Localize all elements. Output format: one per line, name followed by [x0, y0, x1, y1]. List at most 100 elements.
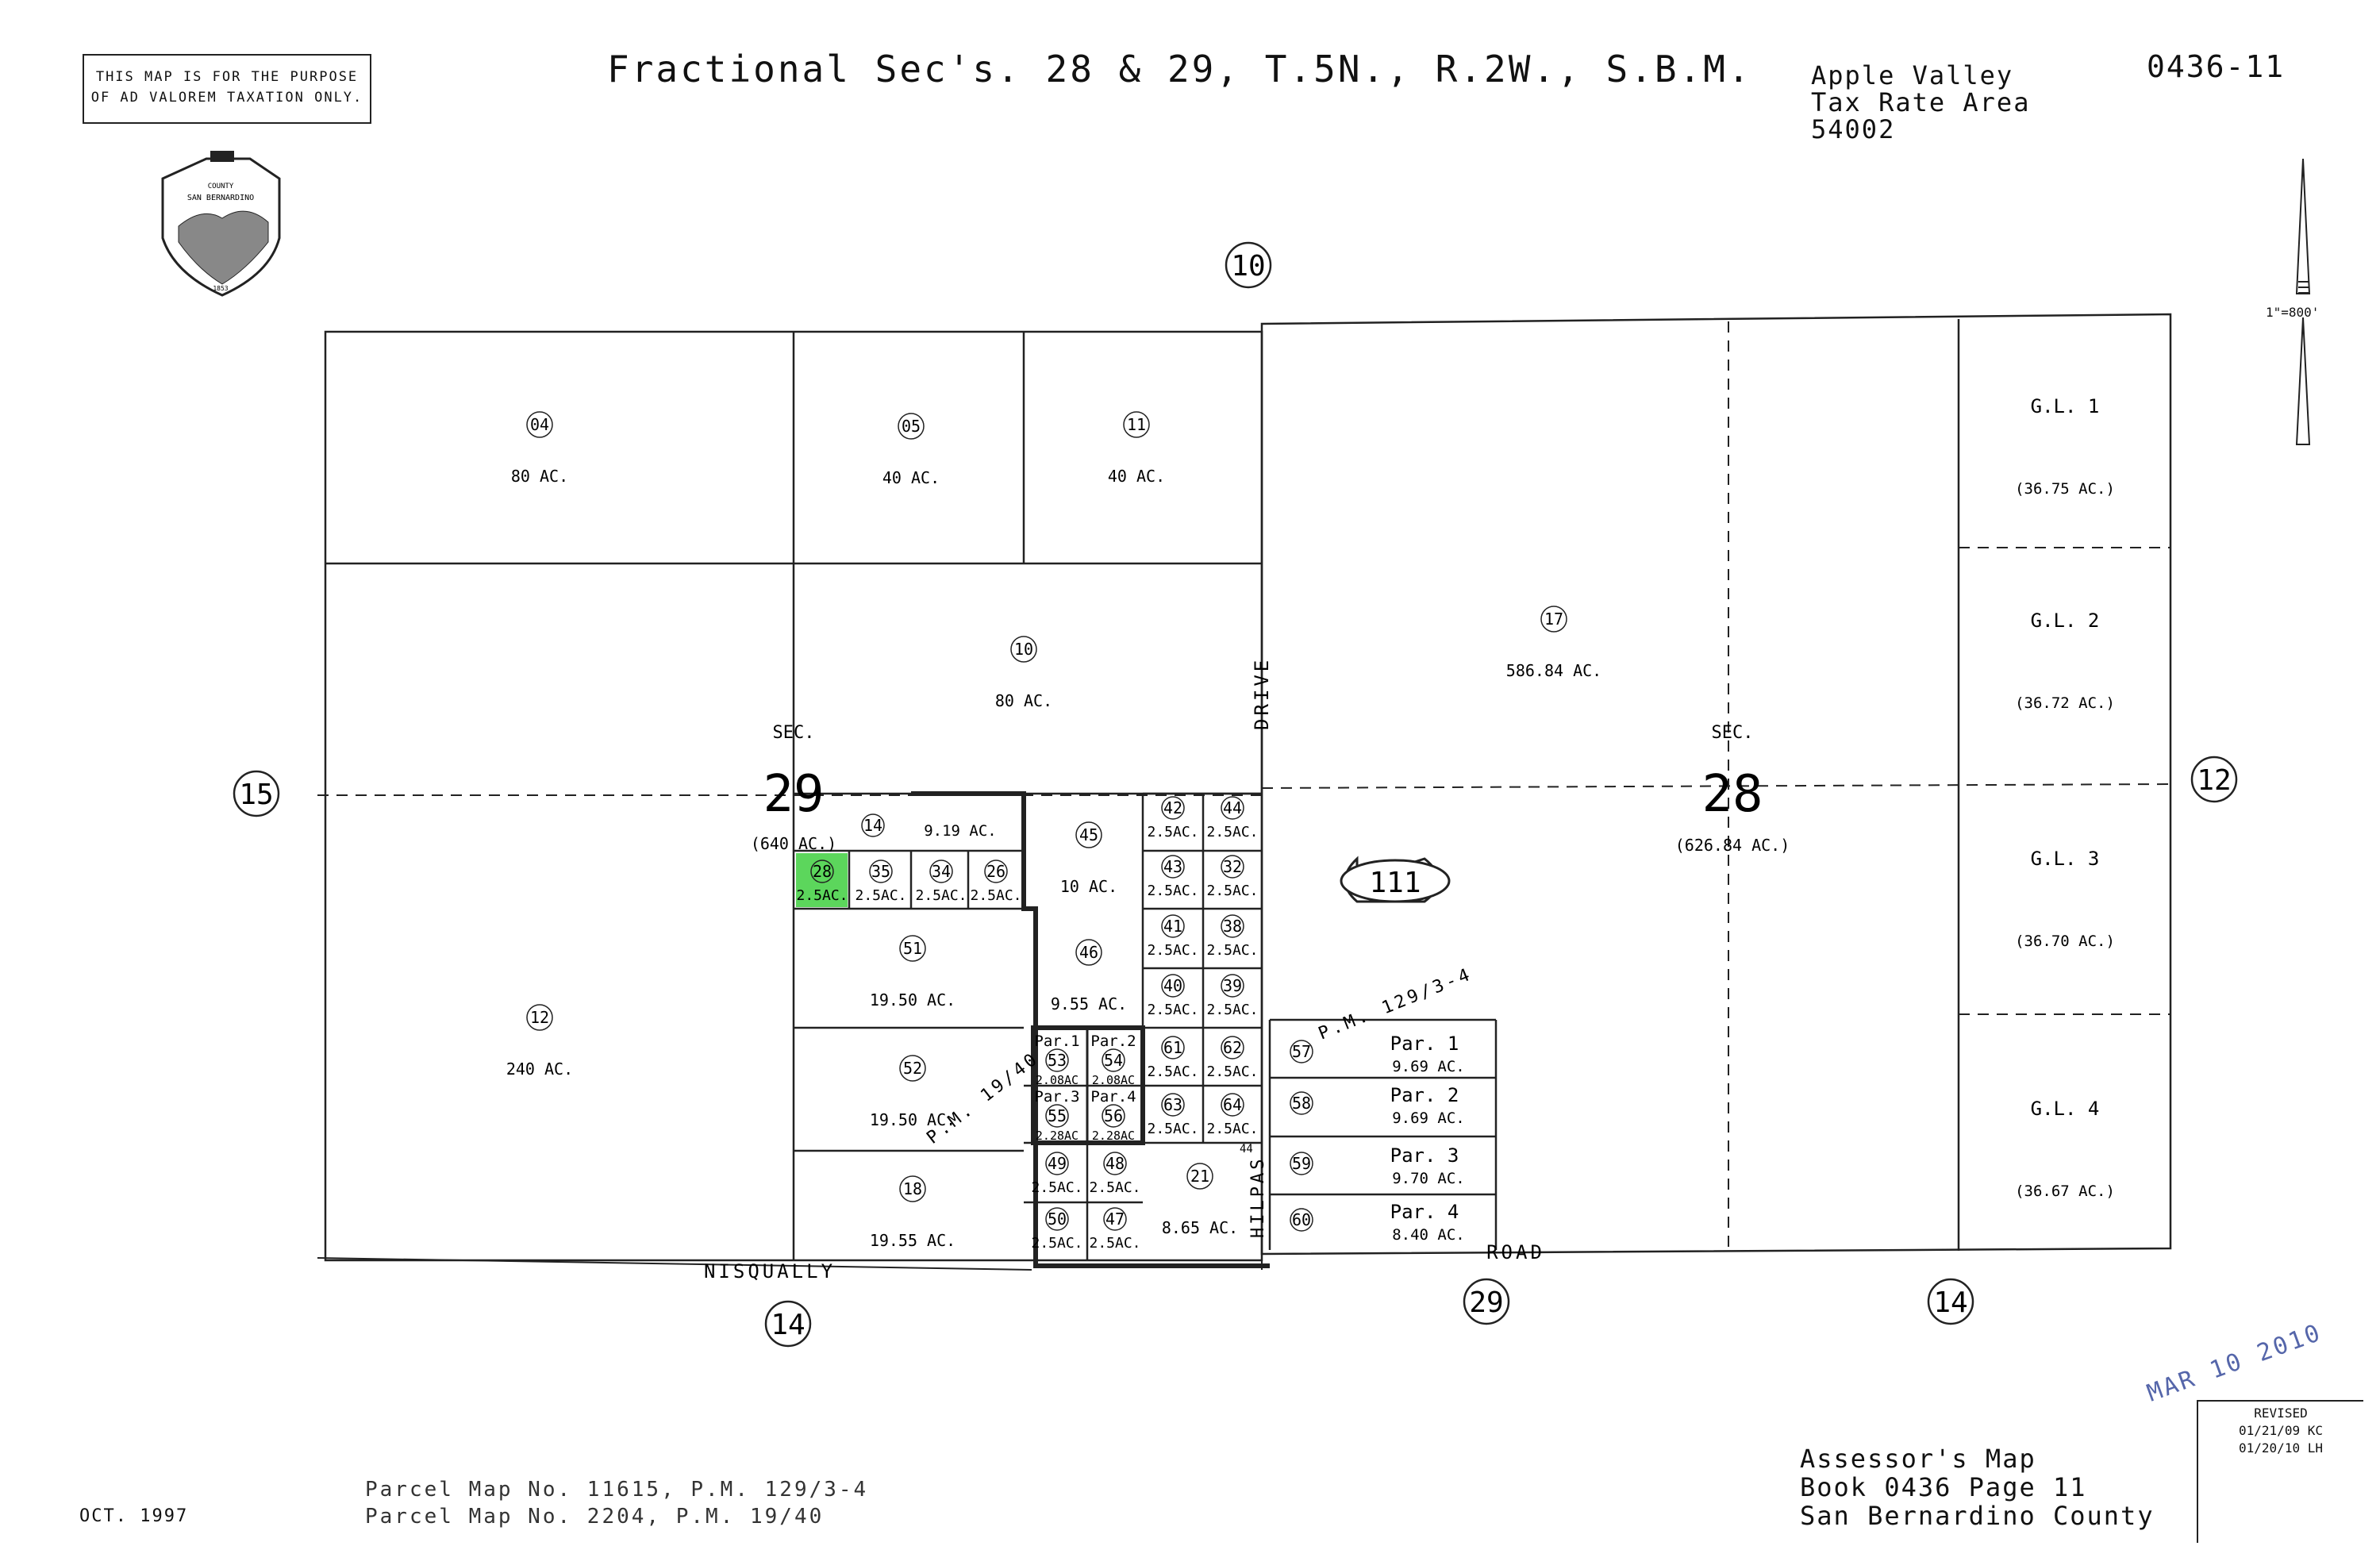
parcel-number: 14 [863, 816, 882, 835]
parcel-34[interactable]: 342.5AC. [915, 860, 967, 904]
parcel-number: 17 [1544, 610, 1563, 629]
parcel-40[interactable]: 402.5AC. [1147, 974, 1199, 1018]
parcel-acres: 10 AC. [1060, 877, 1117, 896]
revision-box: REVISED 01/21/09 KC 01/20/10 LH [2197, 1400, 2363, 1543]
map-title: Fractional Sec's. 28 & 29, T.5N., R.2W.,… [607, 48, 1752, 90]
parcel-18[interactable]: 18 19.55 AC. [870, 1175, 955, 1250]
assessor-line-3: San Bernardino County [1800, 1501, 2155, 1531]
parcel-acres: 19.55 AC. [870, 1231, 955, 1250]
adjacent-map-west[interactable]: 15 [233, 770, 280, 817]
parcel-50[interactable]: 502.5AC. [1031, 1207, 1083, 1252]
revised-label: REVISED [2254, 1406, 2308, 1421]
parcel-62[interactable]: 622.5AC. [1206, 1036, 1259, 1080]
parcel-number: 18 [903, 1179, 922, 1198]
adjacent-map-east[interactable]: 12 [2190, 756, 2238, 803]
parcel-21[interactable]: 218.65 AC. [1162, 1163, 1238, 1237]
highlighted-parcel-28[interactable] [796, 853, 848, 907]
parcel-48[interactable]: 482.5AC. [1089, 1152, 1141, 1196]
parcel-32[interactable]: 322.5AC. [1206, 855, 1259, 899]
government-lot-1[interactable]: G.L. 1(36.75 AC.) [2015, 395, 2115, 498]
parcel-61[interactable]: 612.5AC. [1147, 1036, 1199, 1080]
revised-entry-2: 01/20/10 LH [2239, 1440, 2323, 1456]
government-lot-2[interactable]: G.L. 2(36.72 AC.) [2015, 610, 2115, 712]
government-lot-3[interactable]: G.L. 3(36.70 AC.) [2015, 848, 2115, 950]
nisqually-road-label: NISQUALLY [704, 1260, 836, 1283]
adjacent-maps: 10 15 12 14 29 14 [233, 241, 2238, 1348]
parcel-42[interactable]: 422.5AC. [1147, 796, 1199, 840]
parcel-49[interactable]: 492.5AC. [1031, 1152, 1083, 1196]
parcel-number: 63 [1163, 1095, 1182, 1114]
parcel-46[interactable]: 469.55 AC. [1051, 939, 1127, 1013]
parcel-par-label: Par.2 [1090, 1033, 1136, 1050]
parcel-number: 58 [1292, 1094, 1311, 1113]
parcel-26[interactable]: 262.5AC. [970, 860, 1022, 904]
sec-29-label: SEC. [773, 723, 815, 743]
parcel-number: 52 [903, 1059, 922, 1078]
route-111-shield-icon: 111 [1340, 856, 1451, 903]
parcel-acres: 80 AC. [995, 691, 1052, 710]
parcel-par-label: Par. 4 [1390, 1201, 1459, 1223]
adjacent-map-number: 14 [771, 1309, 805, 1341]
parcel-41[interactable]: 412.5AC. [1147, 914, 1199, 959]
revised-entry-1: 01/21/09 KC [2239, 1423, 2323, 1438]
parcel-number: 05 [902, 417, 921, 436]
assessor-line-2: Book 0436 Page 11 [1800, 1472, 2087, 1502]
seal-text-county: COUNTY [208, 183, 234, 190]
adjacent-map-north[interactable]: 10 [1225, 241, 1272, 289]
parcel-47[interactable]: 472.5AC. [1089, 1207, 1141, 1252]
parcel-39[interactable]: 392.5AC. [1206, 974, 1259, 1018]
adjacent-map-south_right[interactable]: 14 [1927, 1278, 1974, 1325]
parcel-acres: 19.50 AC. [870, 1110, 955, 1129]
parcel-number: 38 [1223, 917, 1242, 936]
parcel-10[interactable]: 10 80 AC. [995, 636, 1052, 710]
parcel-acres: 8.65 AC. [1162, 1218, 1238, 1237]
parcel-63[interactable]: 632.5AC. [1147, 1093, 1199, 1137]
parcel-acres: 8.40 AC. [1392, 1226, 1465, 1244]
parcel-number: 50 [1048, 1209, 1067, 1229]
parcel-43[interactable]: 432.5AC. [1147, 855, 1199, 899]
parcel-acres: 2.28AC [1036, 1129, 1078, 1143]
adjacent-map-number: 12 [2197, 764, 2231, 797]
parcel-38[interactable]: 382.5AC. [1206, 914, 1259, 959]
assessor-map-info: Assessor's Map Book 0436 Page 11 San Ber… [1800, 1444, 2155, 1530]
parcel-28[interactable]: 282.5AC. [796, 860, 848, 904]
parcel-number: 10 [1014, 640, 1033, 659]
parcel-number: 42 [1163, 798, 1182, 817]
parcel-number: 45 [1079, 825, 1098, 844]
gov-lot-acres: (36.72 AC.) [2015, 694, 2115, 712]
government-lot-4[interactable]: G.L. 4(36.67 AC.) [2015, 1098, 2115, 1200]
adjacent-map-number: 10 [1231, 250, 1265, 283]
parcel-45[interactable]: 45 10 AC. [1060, 821, 1117, 896]
scale-label: 1"=800' [2266, 305, 2320, 320]
parcel-par-label: Par.4 [1090, 1088, 1136, 1106]
parcel-44[interactable]: 442.5AC. [1206, 796, 1259, 840]
parcel-acres: 2.08AC [1036, 1073, 1078, 1087]
parcel-number: 35 [871, 862, 890, 881]
adjacent-map-south_left[interactable]: 14 [764, 1300, 812, 1348]
parcel-acres: 2.5AC. [1206, 824, 1258, 840]
tax-rate-area: Apple Valley Tax Rate Area 54002 [1811, 62, 2030, 143]
parcel-number: 62 [1223, 1038, 1242, 1057]
seal-text-name: SAN BERNARDINO [187, 194, 254, 202]
disclaimer-line-1: THIS MAP IS FOR THE PURPOSE [95, 69, 359, 85]
parcel-64[interactable]: 642.5AC. [1206, 1093, 1259, 1137]
adjacent-map-south_mid[interactable]: 29 [1463, 1278, 1510, 1325]
parcel-number: 04 [530, 415, 549, 434]
parcel-52[interactable]: 52 19.50 AC. [870, 1055, 955, 1129]
parcel-35[interactable]: 352.5AC. [855, 860, 907, 904]
